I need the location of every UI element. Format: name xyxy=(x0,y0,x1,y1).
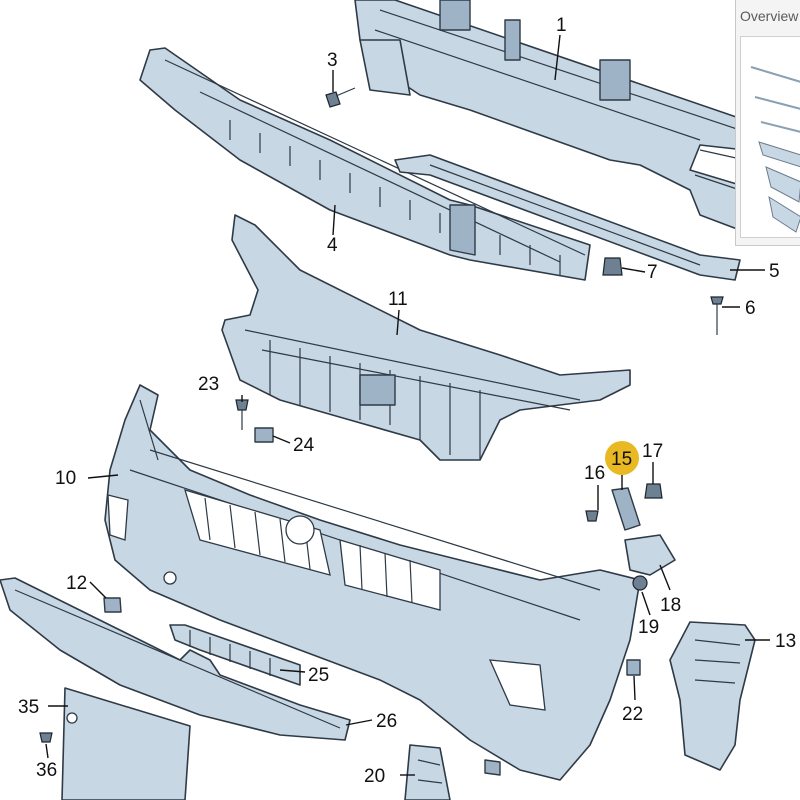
part-24-clip[interactable] xyxy=(254,427,274,443)
part-13-side-guide[interactable] xyxy=(669,621,756,771)
callout-17[interactable]: 17 xyxy=(642,441,663,462)
part-10-bumper-cover[interactable] xyxy=(104,384,641,781)
callout-23[interactable]: 23 xyxy=(198,374,219,395)
part-19-nut[interactable] xyxy=(632,575,648,591)
callout-19[interactable]: 19 xyxy=(638,617,659,638)
part-20-lower-grille[interactable] xyxy=(404,744,501,800)
part-5-cross-strip[interactable] xyxy=(394,154,741,281)
part-18-mount[interactable] xyxy=(624,534,676,576)
callout-11[interactable]: 11 xyxy=(388,289,408,310)
callout-12[interactable]: 12 xyxy=(66,573,87,594)
callout-20[interactable]: 20 xyxy=(364,766,385,787)
overview-title: Overview xyxy=(740,8,799,24)
part-3-screw[interactable] xyxy=(325,87,356,108)
callout-5[interactable]: 5 xyxy=(769,261,780,282)
callout-10[interactable]: 10 xyxy=(55,468,76,489)
part-17-clip[interactable] xyxy=(644,483,663,499)
part-23-screw[interactable] xyxy=(235,399,249,430)
callout-26[interactable]: 26 xyxy=(376,711,397,732)
part-15-bracket[interactable] xyxy=(611,487,641,531)
overview-thumbnail[interactable] xyxy=(740,36,800,238)
part-16-screw[interactable] xyxy=(585,510,599,522)
part-11-grille-frame[interactable] xyxy=(221,214,631,461)
part-4-impact-absorber[interactable] xyxy=(139,47,591,281)
part-22-clip[interactable] xyxy=(626,659,641,676)
callout-labels: 1 3 4 5 6 7 10 11 12 13 15 16 17 18 19 2… xyxy=(18,15,796,787)
callout-24[interactable]: 24 xyxy=(293,435,315,456)
callout-4[interactable]: 4 xyxy=(327,235,338,256)
part-25-grille-insert[interactable] xyxy=(169,624,301,686)
part-26-lower-spoiler[interactable] xyxy=(0,577,351,741)
overview-thumbnail-drawing xyxy=(750,66,800,233)
callout-18[interactable]: 18 xyxy=(660,595,681,616)
part-36-screw[interactable] xyxy=(39,732,53,743)
leader-lines xyxy=(45,34,770,776)
callout-3[interactable]: 3 xyxy=(327,50,338,71)
callout-36[interactable]: 36 xyxy=(36,760,57,781)
part-35-plate-bracket[interactable] xyxy=(61,687,191,800)
callout-35[interactable]: 35 xyxy=(18,697,39,718)
callout-15[interactable]: 15 xyxy=(611,449,632,470)
part-7-clip-nut[interactable] xyxy=(602,257,623,276)
callout-1[interactable]: 1 xyxy=(556,15,567,36)
callout-22[interactable]: 22 xyxy=(622,704,643,725)
callout-25[interactable]: 25 xyxy=(308,665,329,686)
callout-6[interactable]: 6 xyxy=(745,298,756,319)
highlight-marker xyxy=(605,441,639,475)
callout-16[interactable]: 16 xyxy=(584,463,605,484)
callout-13[interactable]: 13 xyxy=(775,631,796,652)
part-6-bolt[interactable] xyxy=(710,296,724,335)
overview-panel[interactable]: Overview xyxy=(735,0,800,246)
part-1-lock-carrier[interactable] xyxy=(354,0,746,233)
part-12-washer[interactable] xyxy=(103,597,122,613)
callout-7[interactable]: 7 xyxy=(647,262,658,283)
